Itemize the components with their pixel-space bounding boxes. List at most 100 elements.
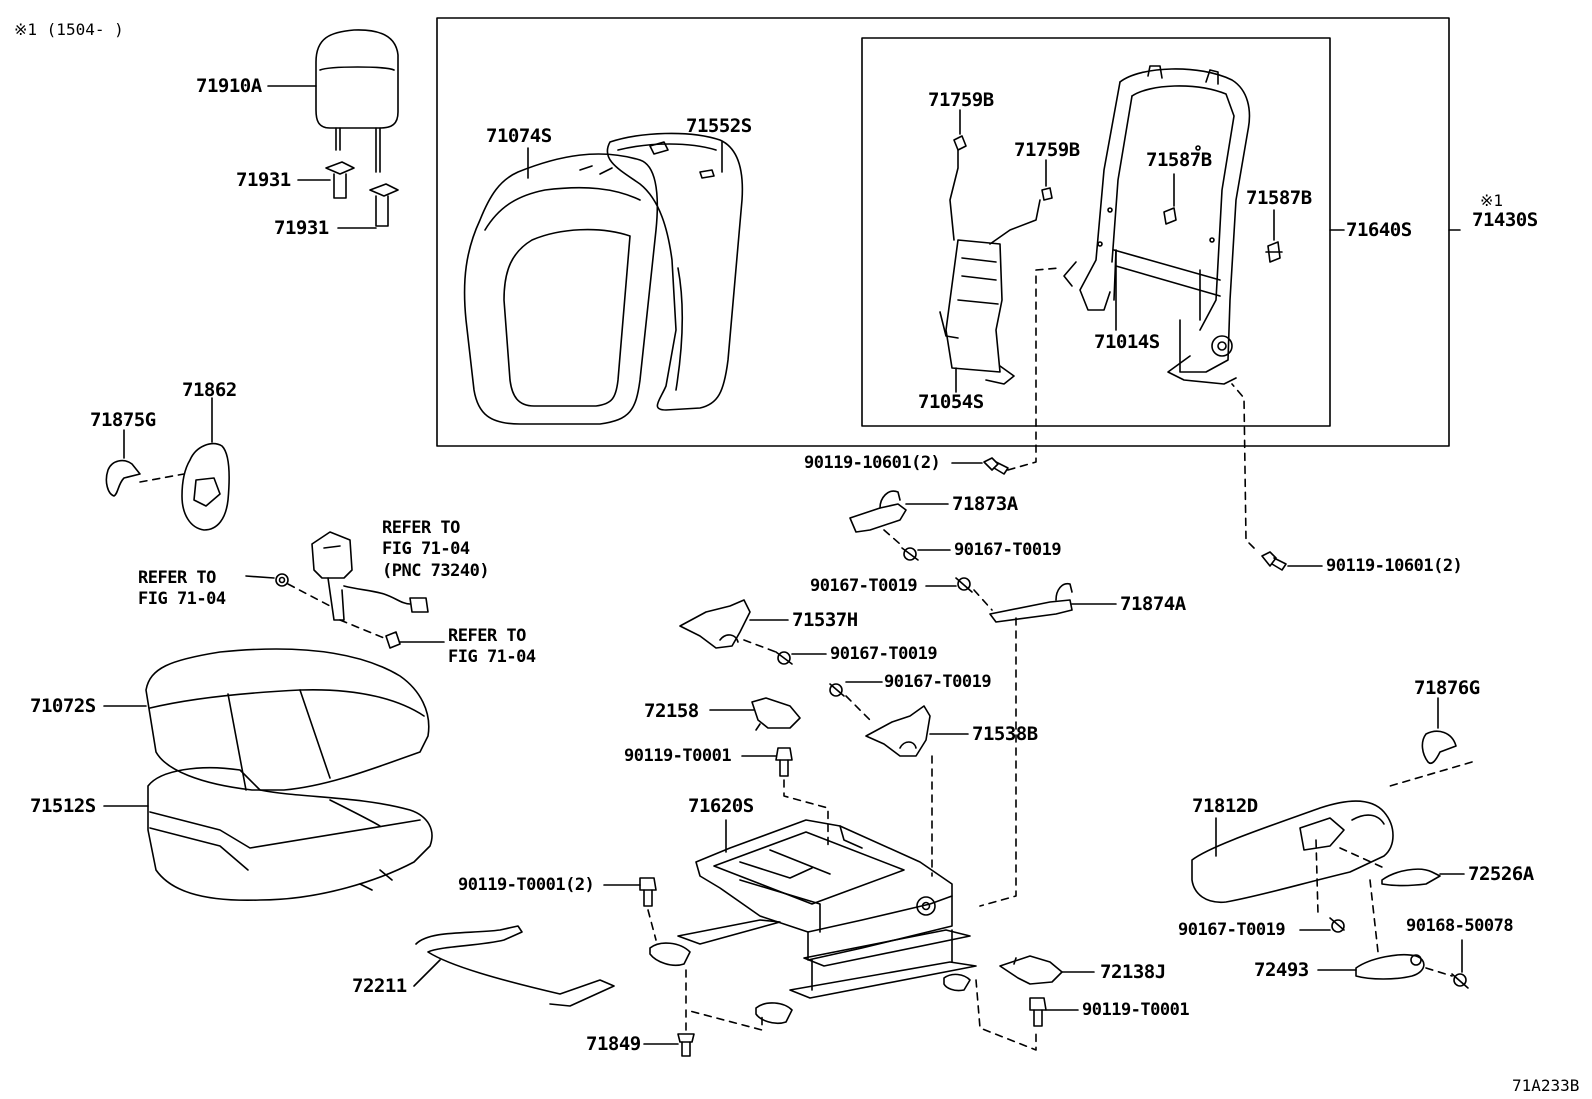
part-label-90119-T0001-c[interactable]: 90119-T0001	[1082, 1000, 1190, 1020]
part-label-71537H[interactable]: 71537H	[792, 609, 858, 631]
part-label-71931-a[interactable]: 71931	[236, 169, 291, 191]
part-label-90167-T0019-e[interactable]: 90167-T0019	[1178, 920, 1286, 940]
cover-72138J	[999, 955, 1063, 985]
dash-71849	[685, 1009, 763, 1031]
part-label-90119-T0001-a[interactable]: 90119-T0001	[624, 746, 732, 766]
part-label-90119-T0001-b[interactable]: 90119-T0001(2)	[458, 875, 595, 895]
knob-72493	[1355, 953, 1425, 980]
belt-clip	[385, 631, 401, 649]
bolt-90119-10601-b	[1261, 551, 1287, 571]
part-label-71812D[interactable]: 71812D	[1192, 795, 1258, 817]
part-label-71759B-a[interactable]: 71759B	[928, 89, 994, 111]
dash-90119-10601-b	[1231, 383, 1255, 549]
part-label-71587B-a[interactable]: 71587B	[1146, 149, 1212, 171]
dash-90168-50078	[1425, 967, 1453, 977]
part-label-71430S[interactable]: 71430S	[1472, 209, 1538, 231]
part-label-71910A[interactable]: 71910A	[196, 75, 262, 97]
bolt-90167-T0019-d	[829, 683, 845, 697]
part-label-71072S[interactable]: 71072S	[30, 695, 96, 717]
leader-72211	[413, 959, 441, 987]
part-label-71620S[interactable]: 71620S	[688, 795, 754, 817]
part-label-90168-50078[interactable]: 90168-50078	[1406, 916, 1514, 936]
refer-note-seat-belt[interactable]: REFER TO FIG 71-04 (PNC 73240)	[382, 518, 490, 582]
part-label-71875G[interactable]: 71875G	[90, 409, 156, 431]
part-label-71552S[interactable]: 71552S	[686, 115, 752, 137]
part-label-71640S[interactable]: 71640S	[1346, 219, 1412, 241]
seat-adjuster-drawing	[649, 819, 977, 1025]
refer-note-line: FIG 71-04	[382, 539, 470, 560]
header-note: ※1 (1504- )	[14, 20, 124, 39]
wire-clip-71759B-a	[953, 135, 967, 151]
seatback-cover-drawing	[463, 153, 659, 425]
dash-71875G	[139, 473, 185, 483]
leader-ref-left	[245, 575, 275, 579]
part-label-71931-b[interactable]: 71931	[274, 217, 329, 239]
bolt-90167-T0019-b	[955, 577, 973, 593]
part-label-71876G[interactable]: 71876G	[1414, 677, 1480, 699]
dash-72526A	[1339, 847, 1385, 869]
part-label-71074S[interactable]: 71074S	[486, 125, 552, 147]
side-shield-drawing	[1191, 800, 1394, 904]
refer-note-line: REFER TO	[382, 518, 460, 538]
bolt-90167-T0019-a	[901, 547, 919, 561]
bolt-90167-T0019-c	[775, 651, 793, 665]
part-label-72526A[interactable]: 72526A	[1468, 863, 1534, 885]
seatback-frame-drawing	[1063, 65, 1251, 385]
lumbar-support-drawing	[939, 149, 1041, 385]
part-label-71874A[interactable]: 71874A	[1120, 593, 1186, 615]
part-label-90167-T0019-d[interactable]: 90167-T0019	[884, 672, 992, 692]
bracket-71537H	[679, 599, 751, 649]
part-label-72493[interactable]: 72493	[1254, 959, 1309, 981]
refer-note-left[interactable]: REFER TO FIG 71-04	[138, 568, 226, 611]
belt-bolt	[275, 573, 289, 587]
dash-71876G	[1389, 761, 1473, 787]
part-label-90167-T0019-a[interactable]: 90167-T0019	[954, 540, 1062, 560]
wire-harness-72211	[415, 925, 615, 1007]
part-label-71014S[interactable]: 71014S	[1094, 331, 1160, 353]
bolt-90119-T0001-b	[639, 877, 657, 907]
part-label-90167-T0019-b[interactable]: 90167-T0019	[810, 576, 918, 596]
headrest-drawing	[315, 29, 399, 173]
bolt-90119-10601-a	[983, 457, 1009, 475]
seat-cushion-pad-drawing	[147, 766, 433, 902]
dash-90167-b	[973, 589, 993, 611]
headrest-guide-lower	[369, 183, 399, 227]
headrest-guide-upper	[325, 161, 355, 199]
bolt-90167-T0019-e	[1329, 917, 1345, 933]
dash-90119-T0001-b	[647, 909, 657, 941]
part-label-71873A[interactable]: 71873A	[952, 493, 1018, 515]
part-label-90119-10601-a[interactable]: 90119-10601(2)	[804, 453, 941, 473]
part-label-72211[interactable]: 72211	[352, 975, 407, 997]
bracket-71538B	[865, 705, 931, 757]
part-label-71538B[interactable]: 71538B	[972, 723, 1038, 745]
refer-note-line: FIG 71-04	[138, 589, 226, 610]
wire-clip-71759B-b	[1041, 187, 1053, 201]
part-label-72138J[interactable]: 72138J	[1100, 961, 1166, 983]
part-label-71054S[interactable]: 71054S	[918, 391, 984, 413]
hinge-cover-71875G	[105, 459, 141, 497]
refer-note-line: REFER TO	[138, 568, 216, 588]
dash-71874A-rail	[979, 617, 1017, 907]
seatback-frame-box	[861, 37, 1331, 427]
part-label-71759B-b[interactable]: 71759B	[1014, 139, 1080, 161]
cover-72158	[751, 697, 801, 731]
refer-note-bottom[interactable]: REFER TO FIG 71-04	[448, 626, 536, 669]
bolt-90119-T0001-a	[775, 747, 793, 777]
part-label-71587B-b[interactable]: 71587B	[1246, 187, 1312, 209]
dash-90167-e	[1315, 839, 1319, 915]
hinge-cover-71862	[181, 442, 230, 531]
part-label-71862[interactable]: 71862	[182, 379, 237, 401]
part-label-90167-T0019-c[interactable]: 90167-T0019	[830, 644, 938, 664]
clip-71587B-b	[1265, 241, 1283, 263]
dash-90167-d	[845, 695, 873, 723]
bracket-71873A	[849, 490, 907, 533]
part-label-90119-10601-b[interactable]: 90119-10601(2)	[1326, 556, 1463, 576]
seatback-assembly-box	[436, 17, 1450, 447]
part-label-72158[interactable]: 72158	[644, 700, 699, 722]
part-label-71512S[interactable]: 71512S	[30, 795, 96, 817]
group-note: ※1	[1480, 191, 1504, 210]
part-label-71849[interactable]: 71849	[586, 1033, 641, 1055]
dash-belt-bolt	[287, 583, 331, 607]
